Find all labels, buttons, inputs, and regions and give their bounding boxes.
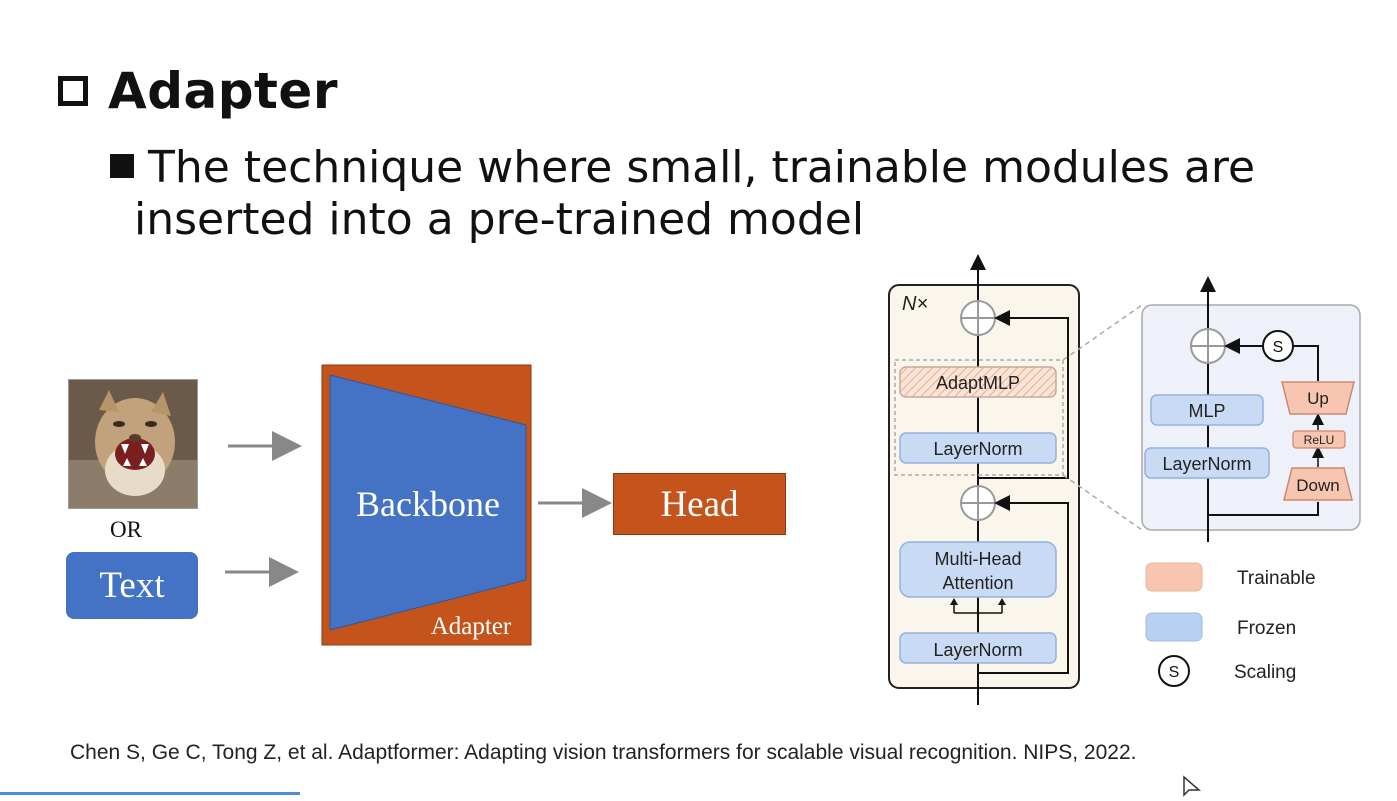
- left-diagram-graphics: Backbone Adapter: [225, 364, 612, 646]
- or-label: OR: [110, 517, 142, 542]
- up-to-scaling-line: [1294, 345, 1319, 381]
- legend-trainable-label: Trainable: [1237, 568, 1316, 589]
- zoom-line-top: [1062, 304, 1143, 361]
- detail-layernorm-label: LayerNorm: [1162, 454, 1251, 474]
- skip-connection-bottom: [978, 495, 1069, 674]
- mha-label-line1: Multi-Head: [934, 549, 1021, 569]
- text-input-box: Text: [66, 552, 198, 619]
- adaptformer-diagram: N× AdaptMLP LayerNorm Multi-Head Attenti…: [888, 254, 1361, 705]
- adaptmlp-label: AdaptMLP: [936, 373, 1020, 393]
- detail-mlp-label: MLP: [1188, 401, 1225, 421]
- bullet-line-2: inserted into a pre-trained model: [134, 194, 865, 245]
- adapter-branch-line: [1208, 502, 1319, 516]
- slide-title: Adapter: [108, 62, 338, 120]
- layernorm-bottom-label: LayerNorm: [933, 640, 1022, 660]
- up-projection-box: [1281, 381, 1355, 415]
- mouse-cursor-icon: [1182, 775, 1202, 801]
- down-projection-box: [1283, 467, 1353, 501]
- legend-scaling-label: Scaling: [1234, 662, 1296, 683]
- layernorm-bottom-box: [899, 632, 1057, 664]
- backbone-label: Backbone: [356, 484, 500, 524]
- adapter-label: Adapter: [431, 613, 512, 640]
- hollow-square-bullet-icon: [58, 76, 88, 106]
- layernorm-top-label: LayerNorm: [933, 439, 1022, 459]
- down-label: Down: [1296, 476, 1339, 495]
- legend-scaling-icon: [1158, 655, 1190, 687]
- layernorm-top-box: [899, 432, 1057, 464]
- backbone-trapezoid: [329, 374, 527, 631]
- bullet-line-1: The technique where small, trainable mod…: [148, 142, 1256, 193]
- detail-mlp-box: [1150, 394, 1264, 426]
- filled-square-bullet-icon: [110, 154, 134, 178]
- bullet-point: The technique where small, trainable mod…: [110, 142, 1340, 246]
- qkv-arrow-left-head: [950, 598, 958, 605]
- qkv-arrow-right-head: [998, 598, 1006, 605]
- legend-frozen-label: Frozen: [1237, 618, 1296, 639]
- relu-label: ReLU: [1304, 433, 1335, 447]
- adaptmlp-box: [899, 366, 1057, 398]
- head-box: Head: [613, 473, 786, 535]
- legend-trainable-swatch: [1145, 562, 1203, 592]
- citation: Chen S, Ge C, Tong Z, et al. Adaptformer…: [70, 741, 1137, 764]
- cougar-image: [68, 379, 198, 509]
- legend-frozen-swatch: [1145, 612, 1203, 642]
- legend-scaling-symbol: S: [1169, 664, 1180, 681]
- up-label: Up: [1307, 389, 1329, 408]
- skip-connection-top: [978, 310, 1069, 479]
- mha-label-line2: Attention: [942, 573, 1013, 593]
- mha-box: [899, 541, 1057, 598]
- detail-layernorm-box: [1144, 447, 1270, 479]
- scaling-node-symbol: S: [1273, 339, 1284, 356]
- repeat-label: N×: [902, 293, 928, 315]
- adapter-group-dashed: [894, 359, 1064, 476]
- scaling-node-icon: [1262, 330, 1294, 362]
- video-progress-line: [0, 792, 300, 795]
- relu-box: [1292, 430, 1346, 449]
- slide-title-row: Adapter: [58, 62, 338, 120]
- zoom-line-bottom: [1062, 474, 1143, 531]
